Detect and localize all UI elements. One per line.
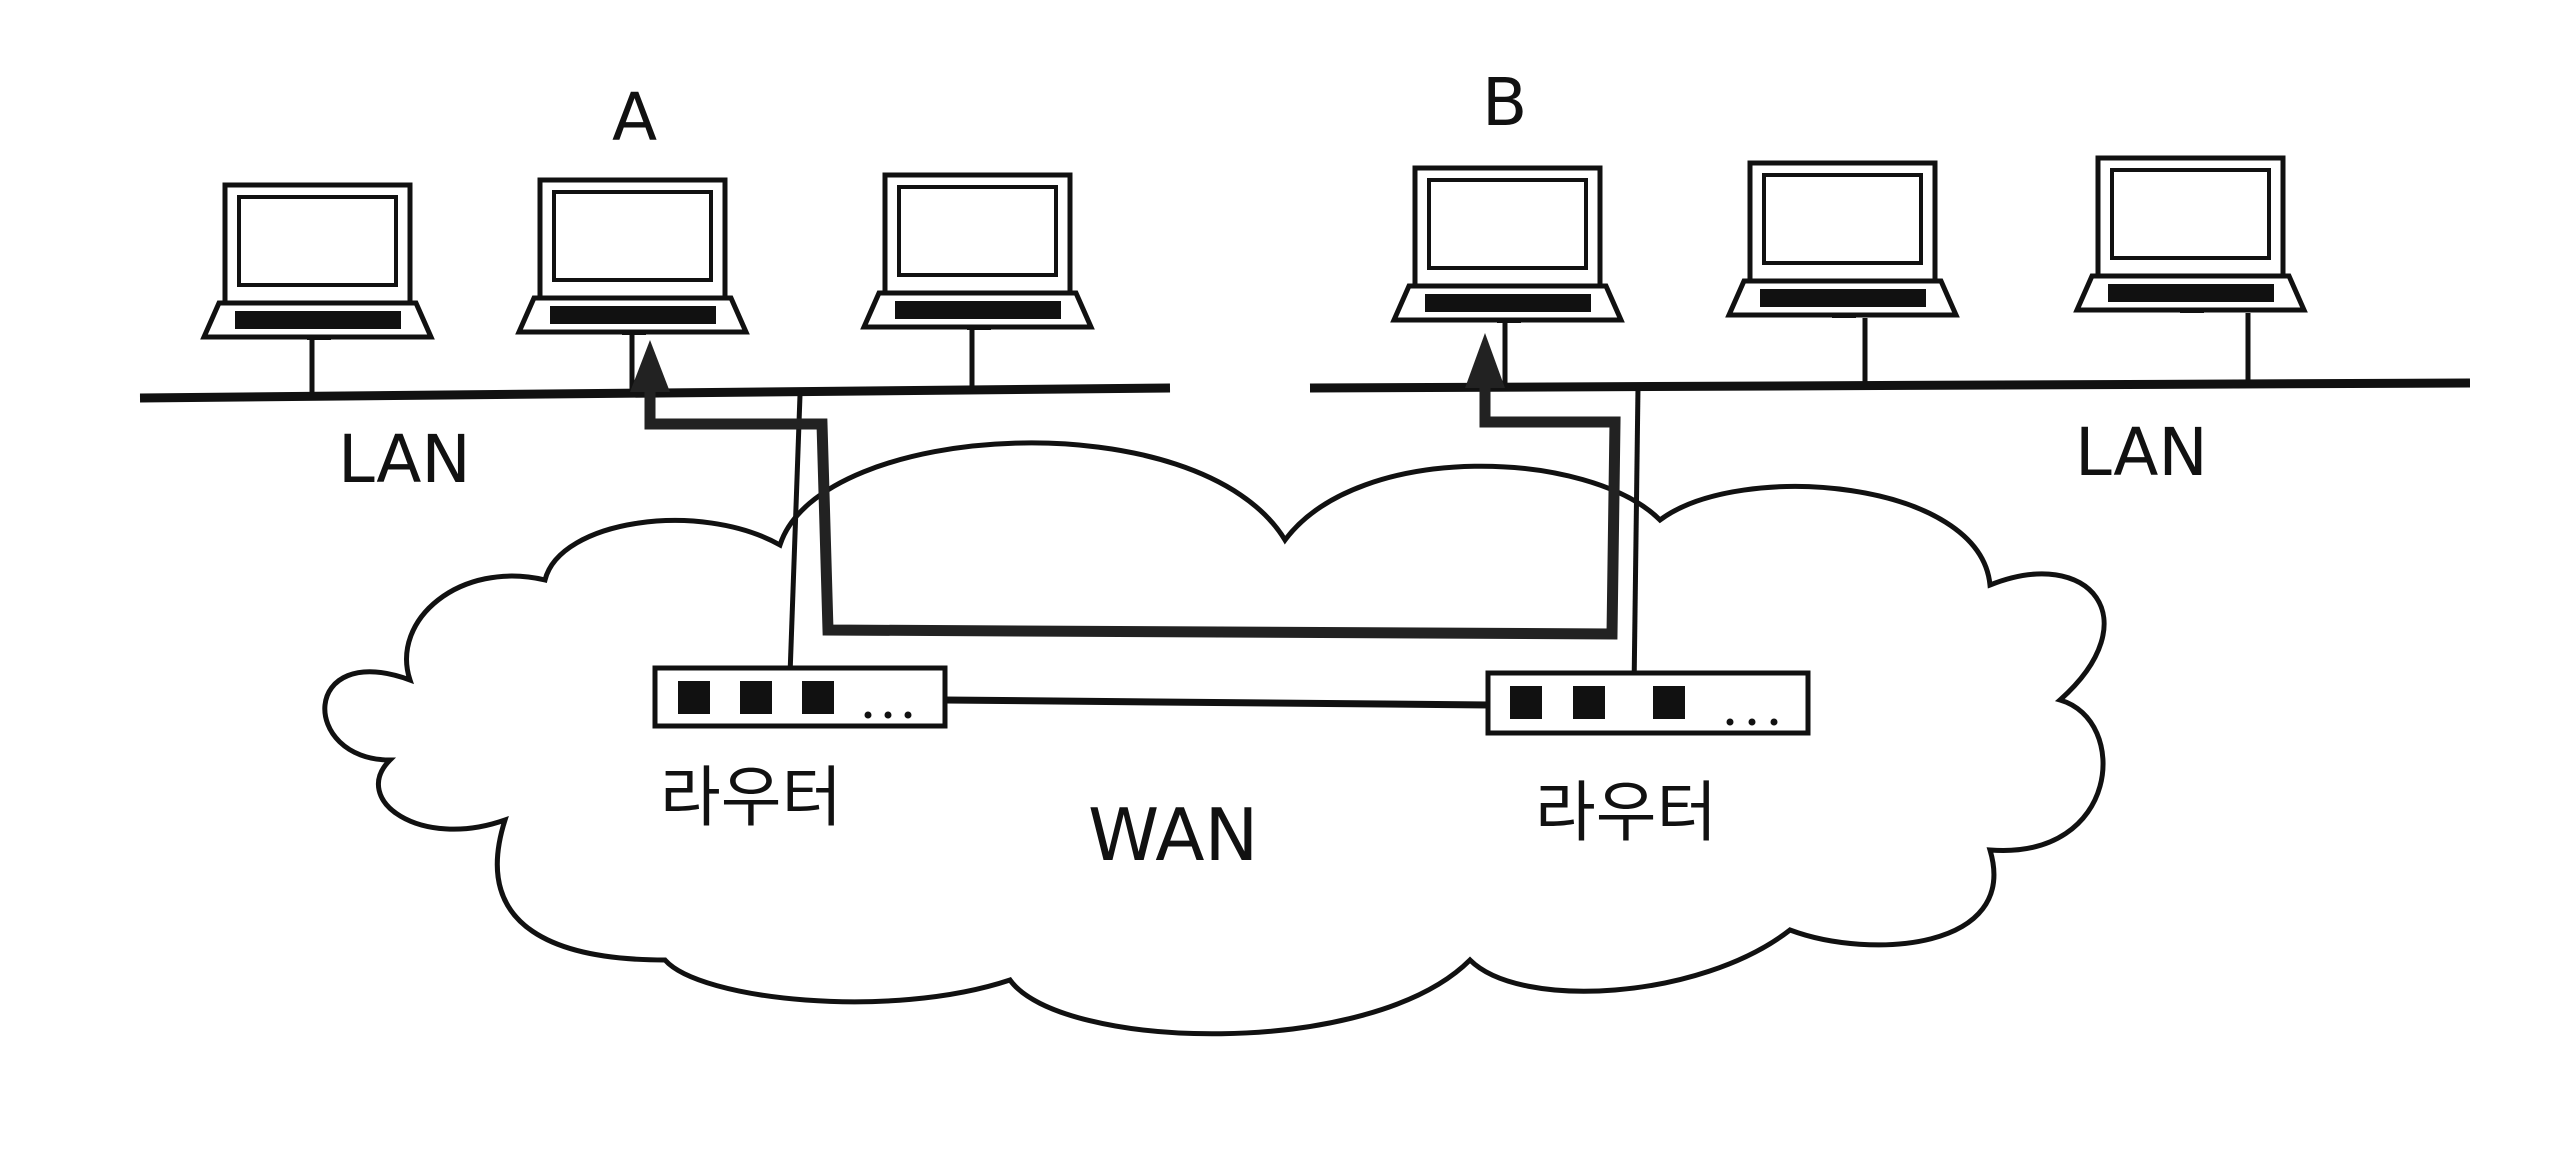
- lan-right-label: LAN: [2075, 414, 2208, 491]
- wan-link: [944, 696, 1491, 709]
- laptop-icon: [2077, 158, 2304, 313]
- router-left-label: 라우터: [660, 759, 842, 836]
- router-icon-left: [652, 665, 948, 729]
- wan-label: WAN: [1088, 793, 1258, 877]
- router-link-left: [787, 394, 803, 676]
- arrow-icon: [1465, 333, 1505, 388]
- computer-a-label: A: [612, 79, 657, 156]
- laptop-icon: [204, 185, 431, 340]
- computer-b-label: B: [1482, 64, 1527, 141]
- laptop-icon: [1729, 163, 1956, 318]
- router-link-right: [1631, 386, 1641, 691]
- laptop-icon: [864, 175, 1091, 330]
- arrow-icon: [630, 340, 670, 392]
- router-icon-right: [1485, 670, 1811, 736]
- wan-cloud: [322, 440, 2107, 1037]
- laptop-icon-computer-b: [1394, 168, 1621, 323]
- laptop-icon-computer-a: [519, 180, 746, 335]
- lan-left-label: LAN: [338, 421, 471, 498]
- router-right-label: 라우터: [1535, 774, 1717, 851]
- data-path: [644, 365, 1621, 640]
